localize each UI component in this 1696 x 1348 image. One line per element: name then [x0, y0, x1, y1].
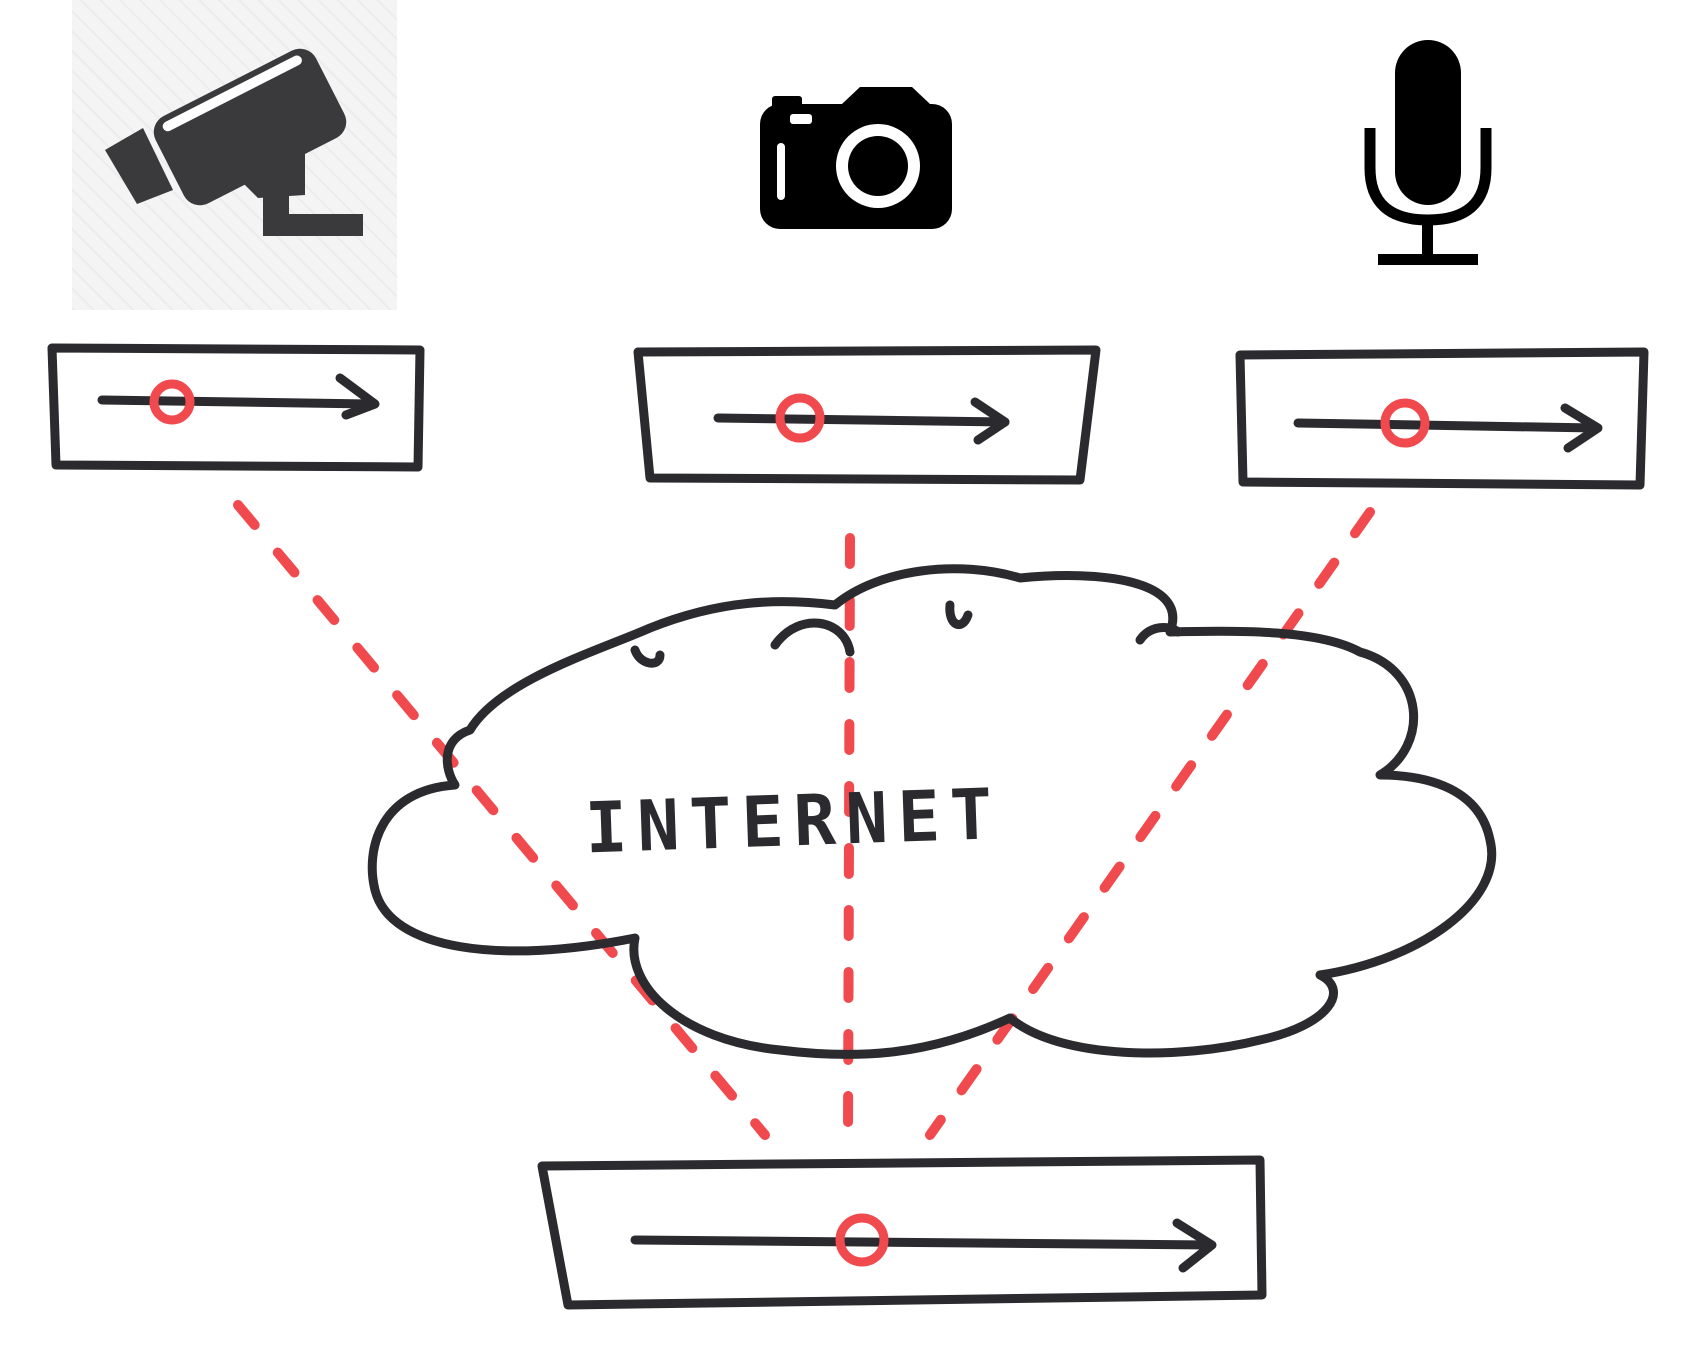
- microphone-icon: [1364, 40, 1492, 265]
- link-photo-camera: [843, 533, 855, 1140]
- security-camera-icon: [105, 48, 363, 236]
- link-security-camera: [233, 500, 770, 1140]
- player-bar-security-camera: [47, 343, 425, 472]
- photo-camera-icon: [760, 87, 952, 229]
- player-bar-photo-camera: [633, 345, 1101, 485]
- cloud-label: INTERNET: [584, 773, 1004, 870]
- stream-links: [233, 500, 1375, 1140]
- internet-cloud: INTERNET: [367, 564, 1497, 1059]
- link-microphone: [925, 507, 1375, 1140]
- player-bar-microphone: [1235, 347, 1649, 490]
- player-bar-main: [537, 1155, 1267, 1310]
